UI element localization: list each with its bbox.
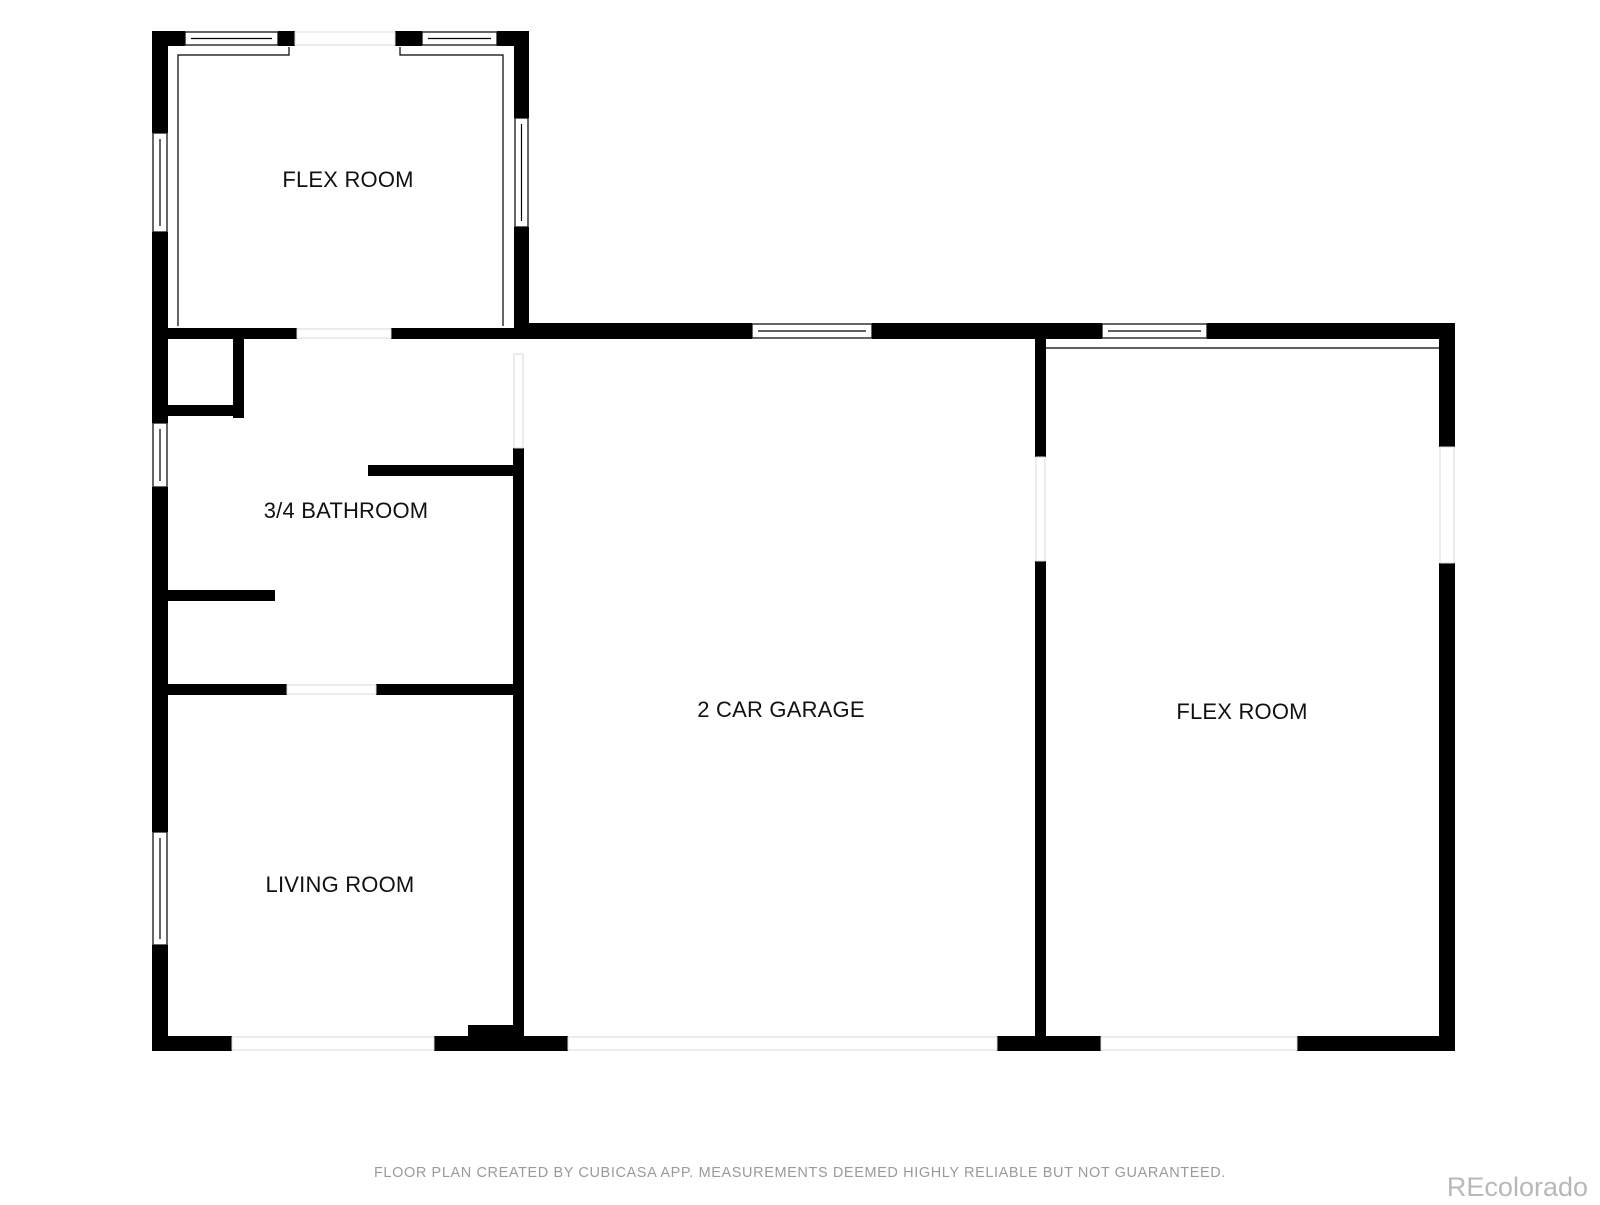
walls (152, 31, 1455, 1051)
wall (152, 945, 168, 1051)
wall (152, 487, 168, 832)
wall (152, 590, 275, 601)
watermark-logo: REcolorado (1446, 1172, 1588, 1202)
wall (1207, 323, 1455, 339)
wall (233, 336, 244, 418)
wall (152, 232, 168, 417)
wall (395, 31, 422, 46)
wall (1297, 1036, 1455, 1051)
room-label-garage: 2 CAR GARAGE (697, 697, 865, 722)
door-opening (231, 1036, 435, 1051)
windows (152, 31, 1208, 946)
wall (278, 31, 295, 46)
wall (152, 417, 168, 423)
wall (997, 1036, 1101, 1051)
door-opening (296, 328, 392, 339)
wall (514, 323, 752, 339)
wall (1035, 561, 1046, 1051)
wall-outline (399, 47, 504, 326)
door-openings (231, 31, 1455, 1051)
door-opening (286, 684, 377, 695)
wall-outline (177, 47, 290, 326)
wall (152, 328, 297, 339)
wall (514, 31, 529, 118)
room-label-living-room: LIVING ROOM (265, 872, 415, 897)
wall (152, 31, 168, 133)
wall (1439, 323, 1455, 447)
door-opening (1439, 446, 1455, 564)
door-opening (1100, 1036, 1298, 1051)
wall (368, 465, 516, 476)
wall (1439, 563, 1455, 1051)
door-opening (1035, 456, 1046, 562)
wall (1035, 336, 1046, 457)
wall (152, 405, 244, 416)
door-opening (567, 1036, 998, 1051)
wall (376, 684, 516, 695)
wall (434, 1036, 568, 1051)
door-opening (294, 31, 396, 46)
disclaimer-text: FLOOR PLAN CREATED BY CUBICASA APP. MEAS… (373, 1165, 1227, 1181)
wall (391, 328, 529, 339)
wall (513, 448, 524, 1051)
wall (514, 227, 529, 334)
room-outline (177, 47, 1439, 349)
room-label-flex-room-right: FLEX ROOM (1176, 699, 1308, 724)
room-label-flex-room-top: FLEX ROOM (282, 167, 414, 192)
door-opening (513, 353, 524, 449)
wall (152, 684, 287, 695)
wall (872, 323, 1102, 339)
wall (152, 1036, 232, 1051)
room-label-bathroom: 3/4 BATHROOM (263, 498, 429, 523)
